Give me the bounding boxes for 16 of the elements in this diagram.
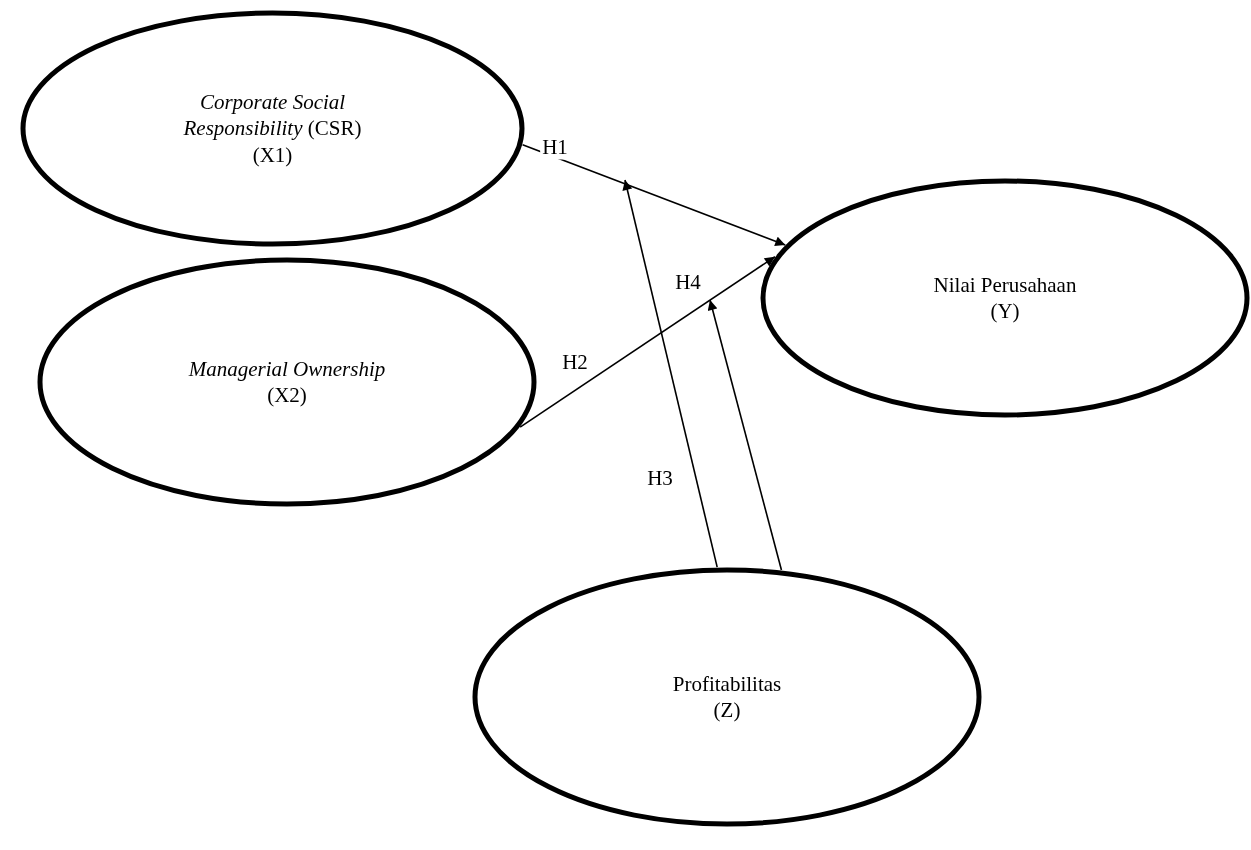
node-title: Managerial Ownership	[188, 355, 386, 382]
node-title: Corporate Social Responsibility (CSR)	[182, 89, 363, 142]
variable-code: (X1)	[252, 141, 293, 168]
node-title: Nilai Perusahaan	[933, 271, 1077, 298]
variable-code: (X2)	[267, 382, 307, 409]
oval-node	[472, 567, 982, 827]
arrow	[707, 299, 783, 571]
variable-code: (Y)	[990, 298, 1020, 325]
node-title: Profitabilitas	[672, 670, 782, 697]
arrow	[521, 144, 787, 246]
arrow	[622, 179, 718, 568]
oval-node	[20, 10, 525, 247]
variable-code: (Z)	[713, 697, 741, 724]
arrow	[519, 255, 776, 428]
oval-node	[760, 178, 1250, 418]
oval-node	[37, 257, 537, 507]
